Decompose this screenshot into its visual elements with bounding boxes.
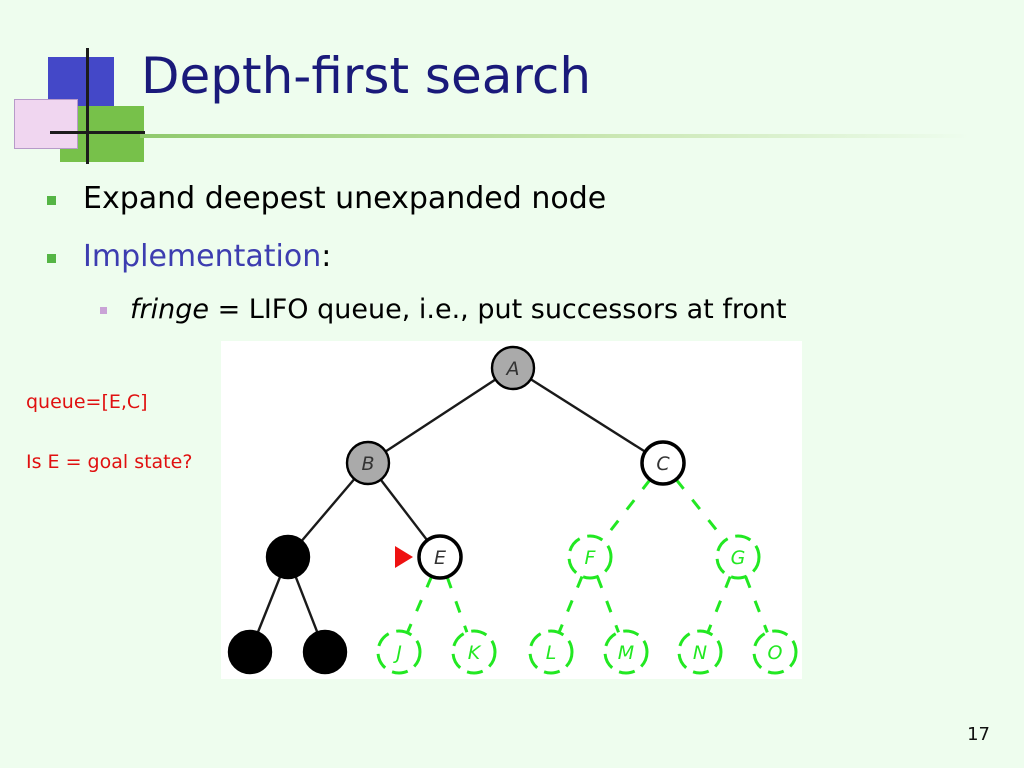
tree-node-B: B: [345, 440, 391, 486]
node-label-F: F: [585, 547, 597, 569]
node-circle-G: [715, 534, 761, 580]
bullet-suffix: :: [321, 239, 332, 274]
tree-node-K: K: [451, 629, 497, 675]
node-label-G: G: [731, 547, 746, 569]
tree-edge-F-M: [596, 576, 620, 633]
node-label-O: O: [768, 642, 783, 664]
bullet-implementation: Implementation:: [47, 239, 332, 275]
node-label-A: A: [505, 358, 520, 380]
node-circle-N: [677, 629, 723, 675]
bullet-square-icon: [47, 196, 56, 205]
tree-node-D: [265, 534, 311, 580]
tree-edge-E-K: [445, 576, 469, 633]
slide-title: Depth-first search: [141, 47, 592, 105]
node-circle-B: [345, 440, 391, 486]
tree-edge-D-H: [256, 576, 282, 633]
tree-edge-A-B: [384, 378, 497, 453]
tree-edge-D-I: [294, 576, 319, 633]
node-label-L: L: [546, 642, 557, 664]
node-label-N: N: [693, 642, 707, 664]
bullet-text: Expand deepest unexpanded node: [83, 181, 607, 216]
tree-edge-C-F: [601, 478, 652, 542]
sub-bullet-square-icon: [100, 307, 107, 314]
fringe-term: fringe: [130, 294, 209, 325]
node-label-B: B: [361, 453, 374, 475]
tree-node-L: L: [528, 629, 574, 675]
tree-node-F: F: [567, 534, 613, 580]
node-circle-M: [603, 629, 649, 675]
node-label-M: M: [618, 642, 634, 664]
node-circle-O: [752, 629, 798, 675]
tree-edge-A-C: [530, 378, 646, 453]
tree-edge-G-N: [706, 575, 732, 634]
tree-node-C: C: [640, 440, 686, 486]
sub-bullet-text: = LIFO queue, i.e., put successors at fr…: [208, 294, 787, 325]
node-circle-F: [567, 534, 613, 580]
tree-node-O: O: [752, 629, 798, 675]
decor-pink-square: [14, 99, 78, 149]
tree-node-J: J: [376, 629, 422, 675]
tree-edge-B-E: [379, 478, 429, 542]
search-tree-panel: A B C E F G J K L M N O: [221, 341, 802, 679]
node-circle-I: [302, 629, 348, 675]
implementation-link[interactable]: Implementation: [83, 239, 322, 274]
decor-vertical-line: [86, 48, 89, 164]
node-label-K: K: [468, 642, 482, 664]
current-node-pointer-icon: [395, 546, 413, 568]
node-circle-L: [528, 629, 574, 675]
decor-horizontal-line: [50, 131, 145, 134]
tree-node-H: [227, 629, 273, 675]
node-circle-A: [490, 345, 536, 391]
page-number: 17: [967, 724, 990, 745]
tree-edge-C-G: [674, 478, 727, 542]
node-circle-E: [417, 534, 463, 580]
goal-annotation: Is E = goal state?: [26, 451, 193, 473]
node-circle-J: [376, 629, 422, 675]
bullet-expand: Expand deepest unexpanded node: [47, 181, 607, 217]
tree-edge-E-J: [405, 575, 434, 634]
tree-edge-G-O: [744, 576, 769, 633]
title-underline: [140, 134, 970, 138]
bullet-square-icon: [47, 254, 56, 263]
node-label-C: C: [656, 453, 670, 475]
node-circle-H: [227, 629, 273, 675]
tree-edge-B-D: [300, 478, 356, 542]
tree-node-E: E: [417, 534, 463, 580]
tree-edge-F-L: [557, 575, 584, 634]
tree-node-M: M: [603, 629, 649, 675]
node-label-E: E: [434, 547, 446, 569]
tree-node-I: [302, 629, 348, 675]
tree-node-N: N: [677, 629, 723, 675]
node-label-J: J: [392, 642, 402, 664]
queue-annotation: queue=[E,C]: [26, 391, 148, 413]
node-circle-D: [265, 534, 311, 580]
search-tree-diagram: A B C E F G J K L M N O: [227, 345, 798, 675]
node-circle-C: [640, 440, 686, 486]
tree-node-A: A: [490, 345, 536, 391]
sub-bullet-fringe: fringe = LIFO queue, i.e., put successor…: [100, 294, 787, 326]
tree-node-G: G: [715, 534, 761, 580]
node-circle-K: [451, 629, 497, 675]
